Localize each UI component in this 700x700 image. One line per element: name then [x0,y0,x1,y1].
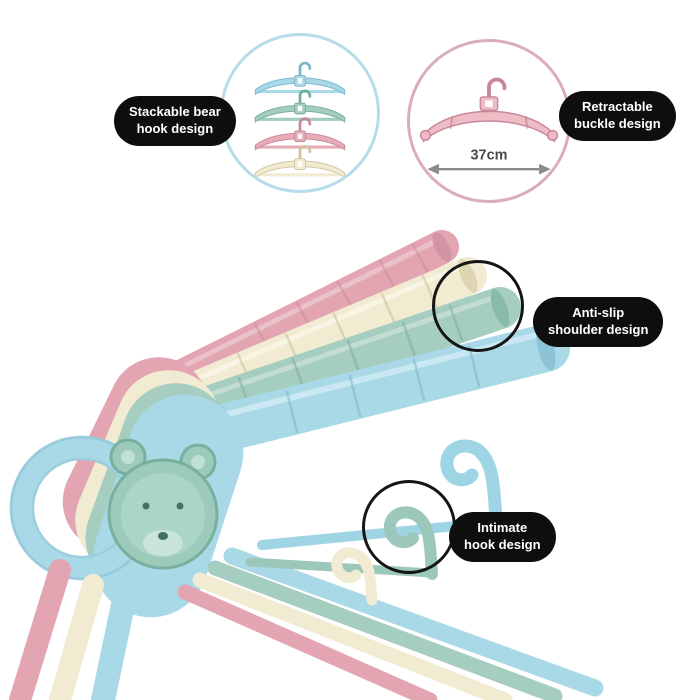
measurement-label: 37cm [471,148,508,164]
callout-line: hook design [464,536,541,552]
bottom-left-rails [9,559,137,700]
cream-hook-icon [331,547,378,606]
mini-hanger-blue [254,61,346,96]
intimate-hook-annotation-ring [362,480,456,574]
blue-hook-icon [440,439,503,528]
stacked-hangers-icon [254,61,346,179]
hanger-measure-icon: 37cm [419,77,559,175]
callout-retractable-buckle: Retractable buckle design [559,91,676,141]
mini-hanger-cream [254,144,346,179]
callout-line: Anti-slip [572,305,625,320]
callout-line: shoulder design [548,321,649,337]
callout-stackable-bear-hook: Stackable bear hook design [114,96,236,146]
width-arrow-icon [427,163,551,175]
anti-slip-annotation-ring [432,260,524,352]
callout-anti-slip-shoulder: Anti-slip shoulder design [533,297,664,347]
callout-line: Stackable bear [129,104,221,119]
callout-line: hook design [136,120,214,136]
hanger-width-inset: 37cm [407,39,571,203]
bottom-rails [177,547,604,700]
callout-intimate-hook: Intimate hook design [449,512,556,562]
bear-face-icon [107,438,219,570]
mini-hanger-green [254,89,346,123]
callout-line: buckle design [574,115,661,131]
mini-hanger-pink [254,117,346,151]
stackable-hangers-inset [220,33,380,193]
callout-line: Intimate [477,520,528,535]
callout-line: Retractable [581,99,653,114]
